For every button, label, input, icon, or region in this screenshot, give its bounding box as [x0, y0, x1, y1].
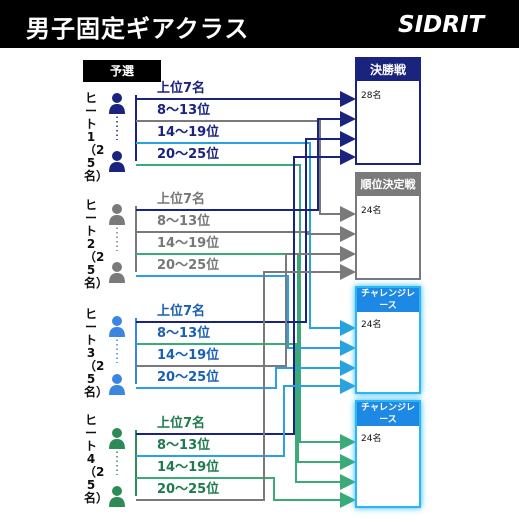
heat-2-rank-4-label: 20～25位 — [157, 257, 219, 273]
qualifying-label: 予選 — [83, 60, 161, 82]
heat-1-person-icon — [112, 93, 122, 103]
flow-arrow-heat-3-rank-4 — [136, 360, 356, 389]
heat-3-person-icon — [112, 374, 122, 384]
heat-3-rank-4-label: 20～25位 — [157, 369, 219, 385]
race-count-final: 28名 — [361, 91, 382, 101]
heat-4-rank-1-label: 上位7名 — [157, 415, 205, 431]
flow-arrow-heat-2-rank-2 — [136, 226, 356, 242]
flow-arrow-heat-2-rank-4 — [136, 275, 356, 356]
heat-2-person-icon — [109, 273, 125, 283]
heat-1-rank-1-label: 上位7名 — [157, 80, 205, 96]
race-title-challenge-a: チャレンジレース A — [357, 288, 419, 323]
flow-arrow-heat-4-rank-1 — [136, 149, 356, 435]
heat-2-person-icon — [112, 262, 122, 272]
race-title-placement: 順位決定戦 — [357, 174, 419, 196]
flow-arrow-heat-4-rank-2 — [136, 378, 356, 457]
heat-4-person-icon — [112, 486, 122, 496]
heat-3-rank-2-label: 8～13位 — [157, 325, 210, 341]
heat-1-person-icon — [112, 151, 122, 161]
heat-1-person-icon — [109, 104, 125, 114]
race-box-challenge-a: チャレンジレース A 24名 — [355, 286, 421, 394]
race-title-challenge-b: チャレンジレース B — [357, 402, 419, 437]
flow-arrow-heat-3-rank-1 — [136, 131, 356, 323]
heat-4-rank-2-label: 8～13位 — [157, 437, 210, 453]
heat-3-rank-1-label: 上位7名 — [157, 303, 205, 319]
flow-arrow-heat-4-rank-4 — [136, 264, 356, 501]
heat-3-rank-3-label: 14～19位 — [157, 347, 219, 363]
flow-arrow-heat-2-rank-3 — [136, 253, 356, 470]
race-title-final: 決勝戦 — [357, 59, 419, 81]
heat-3-person-icon — [109, 327, 125, 337]
heat-1-person-icon — [109, 162, 125, 172]
heat-1-rank-3-label: 14～19位 — [157, 124, 219, 140]
page-title: 男子固定ギアクラス — [26, 15, 250, 43]
race-count-challenge-b: 24名 — [361, 434, 382, 444]
heat-2-person-icon — [109, 215, 125, 225]
flow-arrow-heat-3-rank-2 — [136, 343, 356, 490]
flow-arrow-heat-1-rank-2 — [136, 120, 356, 222]
flow-arrow-heat-2-rank-1 — [136, 111, 356, 211]
flow-arrow-heat-1-rank-4 — [136, 164, 356, 450]
heat-1-rank-4-label: 20～25位 — [157, 146, 219, 162]
race-count-placement: 24名 — [361, 206, 382, 216]
brand-logo: SIDRIT — [398, 12, 485, 38]
heat-3-person-icon — [112, 316, 122, 326]
heat-4-person-icon — [109, 439, 125, 449]
header-bar: 男子固定ギアクラス SIDRIT — [0, 0, 519, 48]
heat-2-rank-1-label: 上位7名 — [157, 191, 205, 207]
heat-4-person-icon — [109, 497, 125, 507]
flow-arrow-heat-3-rank-3 — [136, 246, 356, 367]
flow-arrow-heat-4-rank-3 — [136, 477, 356, 508]
heat-2-rank-3-label: 14～19位 — [157, 235, 219, 251]
race-box-final: 決勝戦 28名 — [355, 57, 421, 165]
heat-2-rank-2-label: 8～13位 — [157, 213, 210, 229]
heat-4-person-icon — [112, 428, 122, 438]
race-count-challenge-a: 24名 — [361, 320, 382, 330]
heat-1-rank-2-label: 8～13位 — [157, 102, 210, 118]
heat-3-person-icon — [109, 385, 125, 395]
heat-4-rank-4-label: 20～25位 — [157, 481, 219, 497]
flow-arrow-heat-1-rank-3 — [136, 142, 356, 336]
heat-4-rank-3-label: 14～19位 — [157, 459, 219, 475]
race-box-challenge-b: チャレンジレース B 24名 — [355, 400, 421, 508]
race-box-placement: 順位決定戦 24名 — [355, 172, 421, 280]
heat-2-person-icon — [112, 204, 122, 214]
